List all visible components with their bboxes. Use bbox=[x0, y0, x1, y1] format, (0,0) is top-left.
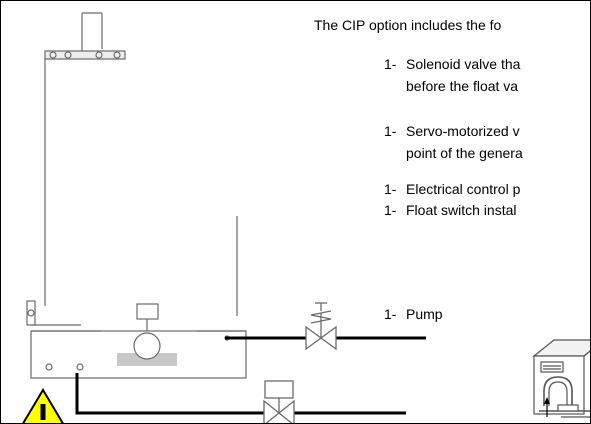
list-number: 1- bbox=[384, 306, 397, 322]
list-item: 1- Solenoid valve tha bbox=[384, 56, 520, 73]
solenoid-valve-icon bbox=[305, 302, 337, 351]
standpipe bbox=[44, 12, 238, 316]
pump-device-icon bbox=[532, 339, 590, 418]
warning-triangle-icon bbox=[22, 388, 64, 423]
list-item: 1- Pump bbox=[384, 306, 443, 323]
list-text-continued: before the float va bbox=[406, 78, 519, 94]
list-item: 1- Servo-motorized v bbox=[384, 123, 520, 140]
tank bbox=[26, 300, 247, 379]
piping bbox=[75, 336, 426, 415]
list-text-continued: point of the genera bbox=[406, 145, 523, 161]
list-number: 1- bbox=[384, 181, 397, 197]
servo-valve-icon bbox=[263, 380, 295, 423]
list-text: Float switch instal bbox=[406, 202, 517, 218]
float-valve-icon bbox=[117, 303, 177, 366]
list-item: 1- Float switch instal bbox=[384, 202, 516, 219]
list-text: Pump bbox=[406, 306, 443, 322]
list-number: 1- bbox=[384, 56, 397, 72]
list-text: Servo-motorized v bbox=[406, 123, 520, 139]
list-number: 1- bbox=[384, 123, 397, 139]
intro-text: The CIP option includes the fo bbox=[314, 17, 502, 33]
list-text: Electrical control p bbox=[406, 181, 521, 197]
list-text: Solenoid valve tha bbox=[406, 56, 521, 72]
list-number: 1- bbox=[384, 202, 397, 218]
list-item: 1- Electrical control p bbox=[384, 181, 520, 198]
